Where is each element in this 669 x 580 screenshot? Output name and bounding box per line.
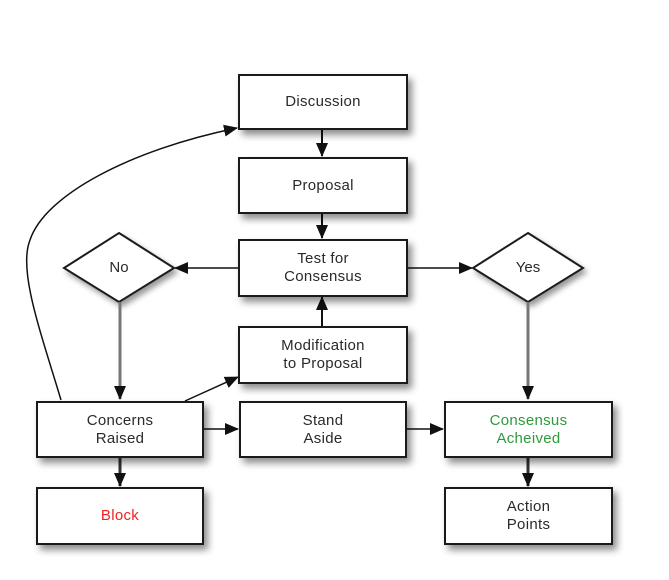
node-concerns-raised: Concerns Raised — [36, 401, 204, 458]
node-block: Block — [36, 487, 204, 545]
node-achieved-label: Consensus Acheived — [489, 411, 568, 447]
node-concerns-label: Concerns Raised — [86, 411, 154, 447]
edge-concerns-to-discussion — [25, 124, 238, 401]
node-stand-aside-label: Stand Aside — [302, 411, 344, 447]
decision-no-diamond — [62, 231, 176, 304]
decision-yes-diamond — [471, 231, 585, 304]
node-action-label: Action Points — [506, 498, 551, 533]
node-modification-to-proposal: Modification to Proposal — [238, 326, 408, 384]
edge-concerns-to-modification — [184, 376, 239, 402]
node-discussion-label: Discussion — [285, 93, 361, 110]
node-stand-aside: Stand Aside — [239, 401, 407, 458]
node-proposal: Proposal — [238, 157, 408, 214]
node-modification-label: Modification to Proposal — [281, 337, 365, 372]
node-consensus-achieved: Consensus Acheived — [444, 401, 613, 458]
node-discussion: Discussion — [238, 74, 408, 130]
node-proposal-label: Proposal — [292, 176, 354, 194]
node-test-for-consensus: Test for Consensus — [238, 239, 408, 297]
node-block-label: Block — [100, 507, 140, 524]
node-action-points: Action Points — [444, 487, 613, 545]
node-test-label: Test for Consensus — [284, 250, 362, 285]
